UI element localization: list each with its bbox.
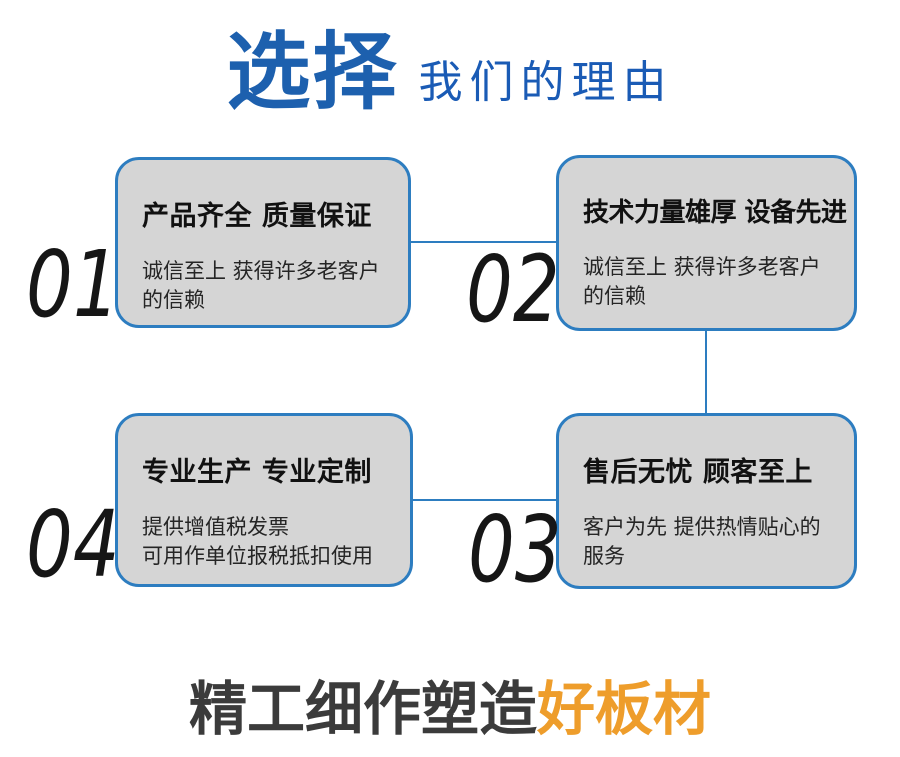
- card-description: 客户为先 提供热情贴心的 服务: [583, 513, 842, 571]
- feature-card-03: 售后无忧 顾客至上 客户为先 提供热情贴心的 服务: [556, 413, 857, 589]
- card-description-line: 的信赖: [583, 283, 646, 308]
- card-description-line: 可用作单位报税抵扣使用: [142, 543, 373, 568]
- card-title: 产品齐全 质量保证: [142, 201, 372, 232]
- title-main: 选择: [226, 23, 399, 121]
- card-description-line: 诚信至上 获得许多老客户: [583, 255, 821, 279]
- bottom-heading-dark: 精工细作塑造: [188, 675, 537, 743]
- connector-card1-card2: [408, 241, 558, 243]
- feature-card-01: 产品齐全 质量保证 诚信至上 获得许多老客户 的信赖: [115, 157, 411, 328]
- card-description-line: 提供增值税发票: [142, 515, 289, 539]
- card-description-line: 服务: [583, 543, 625, 568]
- card-description: 诚信至上 获得许多老客户 的信赖: [142, 257, 396, 315]
- step-number-02: 02: [466, 236, 560, 343]
- bottom-heading: 精工细作塑造好板材: [0, 675, 900, 743]
- step-number-04: 04: [26, 491, 120, 598]
- page-title: 选择 我们的理由: [0, 30, 900, 114]
- connector-card4-card3: [410, 499, 558, 501]
- feature-card-04: 专业生产 专业定制 提供增值税发票 可用作单位报税抵扣使用: [115, 413, 413, 587]
- card-description-line: 诚信至上 获得许多老客户: [142, 259, 380, 283]
- card-description: 诚信至上 获得许多老客户 的信赖: [583, 253, 842, 311]
- step-number-01: 01: [26, 231, 120, 338]
- feature-card-02: 技术力量雄厚 设备先进 诚信至上 获得许多老客户 的信赖: [556, 155, 857, 331]
- step-number-03: 03: [468, 496, 562, 603]
- card-title: 售后无忧 顾客至上: [583, 457, 813, 488]
- card-title: 专业生产 专业定制: [142, 457, 372, 488]
- card-title: 技术力量雄厚 设备先进: [583, 198, 847, 228]
- card-description-line: 的信赖: [142, 287, 205, 312]
- bottom-heading-accent: 好板材: [537, 675, 712, 743]
- card-description: 提供增值税发票 可用作单位报税抵扣使用: [142, 513, 398, 571]
- title-sub: 我们的理由: [418, 57, 674, 108]
- connector-card2-card3: [705, 329, 707, 415]
- card-description-line: 客户为先 提供热情贴心的: [583, 515, 821, 539]
